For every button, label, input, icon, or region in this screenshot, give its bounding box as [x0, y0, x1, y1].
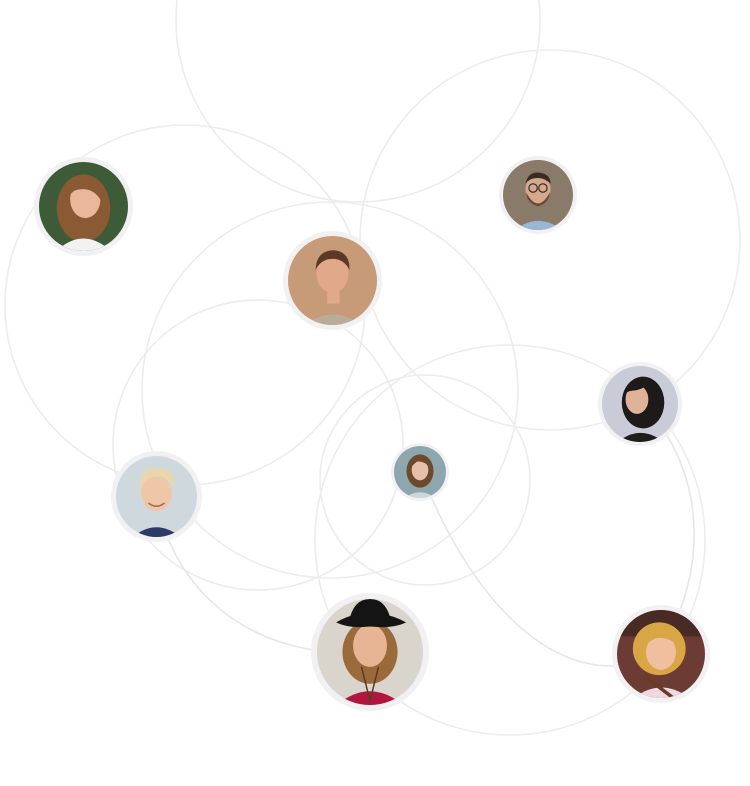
portrait-image [317, 599, 423, 705]
connection-ring [319, 374, 531, 586]
avatar-woman-black-hat[interactable] [311, 593, 429, 711]
connection-ring [112, 299, 404, 591]
portrait-image [288, 236, 377, 325]
connection-ring [359, 49, 741, 431]
connection-ring [141, 201, 519, 579]
avatar-woman-long-brown-hair[interactable] [34, 157, 133, 256]
portrait-image [503, 160, 573, 230]
avatar-woman-curly-blonde-hair[interactable] [612, 605, 710, 703]
avatar-woman-black-curly-hair[interactable] [598, 362, 682, 446]
avatar-man-brown-hair[interactable] [283, 231, 382, 330]
avatar-woman-short-blonde-hair[interactable] [111, 451, 202, 542]
connection-ring [314, 344, 706, 736]
portrait-image [394, 446, 446, 498]
portrait-image [39, 162, 128, 251]
avatar-man-beard-glasses[interactable] [499, 156, 577, 234]
portrait-image [602, 366, 678, 442]
portrait-image [116, 456, 197, 537]
avatar-woman-small-center[interactable] [391, 443, 449, 501]
connection-ring [175, 0, 541, 203]
portrait-image [617, 610, 705, 698]
